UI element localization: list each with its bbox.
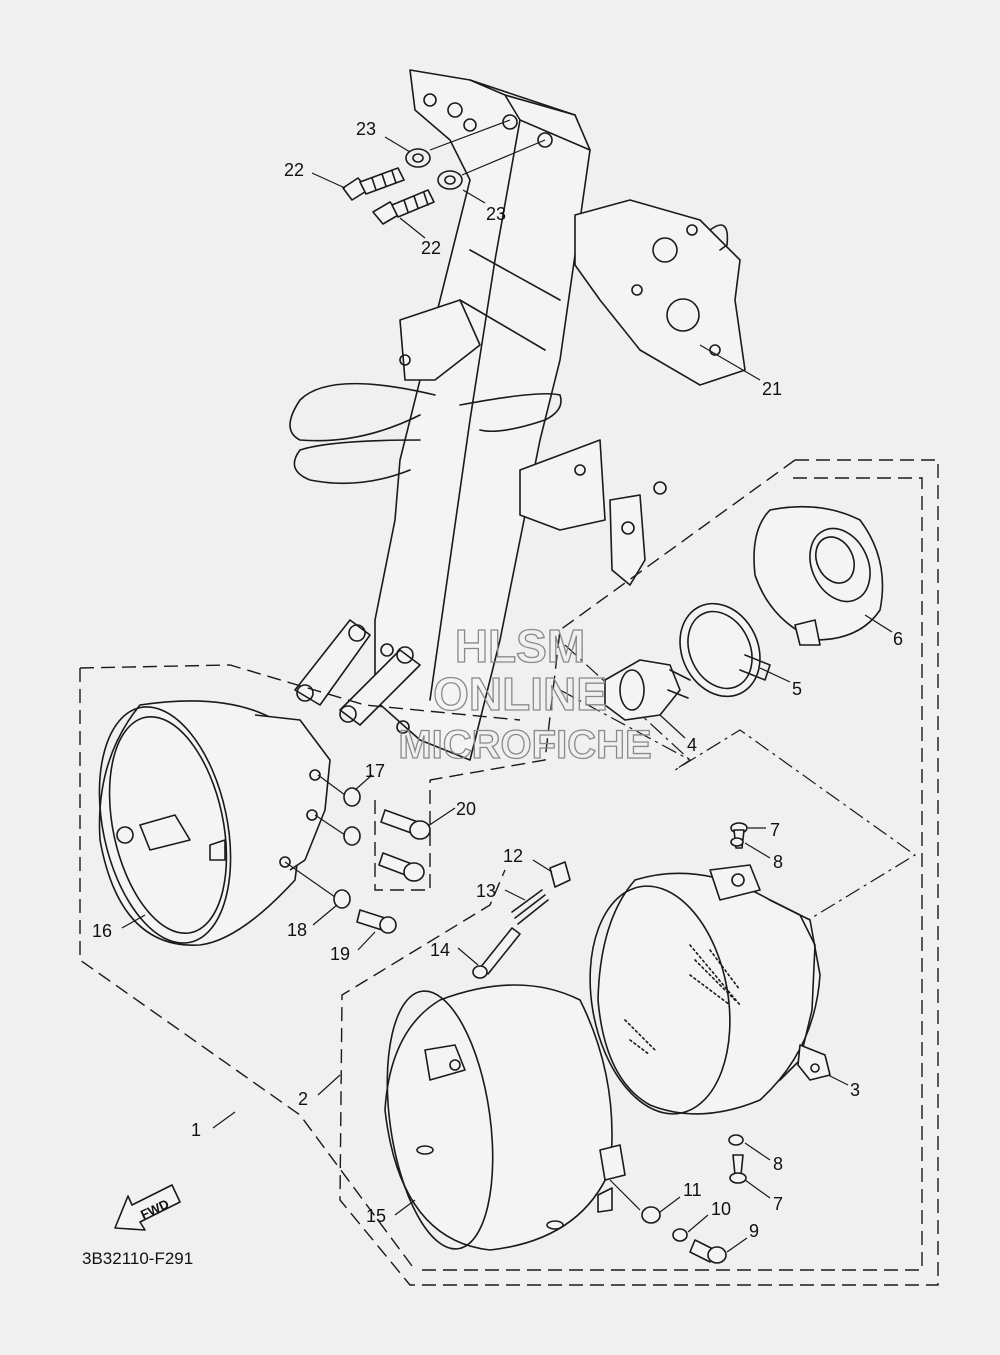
- bulb-retainer-5: [679, 602, 771, 698]
- callout-23b: 23: [486, 204, 506, 224]
- washer-8-top: [730, 837, 744, 847]
- callout-9: 9: [749, 1221, 759, 1241]
- callout-21: 21: [762, 379, 782, 399]
- collar-17b: [343, 826, 361, 846]
- callout-22a: 22: [284, 160, 304, 180]
- nut-12: [549, 861, 571, 888]
- callout-23a: 23: [356, 119, 376, 139]
- washer-8-bottom: [728, 1134, 744, 1146]
- callout-18: 18: [287, 920, 307, 940]
- watermark: HLSM ONLINE MICROFICHE: [398, 619, 653, 767]
- callout-14: 14: [430, 940, 450, 960]
- callout-13: 13: [476, 881, 496, 901]
- callout-16: 16: [92, 921, 112, 941]
- diagram-code: 3B32110-F291: [82, 1249, 193, 1268]
- washer-10: [672, 1228, 688, 1242]
- callout-6: 6: [893, 629, 903, 649]
- callout-8b: 8: [773, 1154, 783, 1174]
- callout-5: 5: [792, 679, 802, 699]
- callout-1: 1: [191, 1120, 201, 1140]
- screw-9: [689, 1239, 727, 1264]
- bulb-4: [604, 659, 691, 721]
- watermark-line2: ONLINE: [433, 668, 607, 720]
- screw-19: [356, 909, 397, 934]
- screw-7-bottom: [729, 1154, 747, 1184]
- bulb-cover-6: [753, 505, 884, 646]
- leader-lines: [121, 136, 893, 1253]
- callout-3: 3: [850, 1080, 860, 1100]
- watermark-line3: MICROFICHE: [398, 723, 651, 767]
- assembly-2-outline: [339, 459, 939, 1286]
- bolt-22-upper: [342, 167, 405, 201]
- headlight-housing-16: [98, 700, 331, 946]
- callout-2: 2: [298, 1089, 308, 1109]
- collar-17: [343, 787, 361, 807]
- callout-17: 17: [365, 761, 385, 781]
- callout-15: 15: [366, 1206, 386, 1226]
- watermark-line1: HLSM: [455, 620, 585, 672]
- washer-11: [641, 1206, 661, 1224]
- callout-7b: 7: [773, 1194, 783, 1214]
- callout-19: 19: [330, 944, 350, 964]
- fwd-arrow-icon: FWD: [114, 1184, 181, 1231]
- callout-20: 20: [456, 799, 476, 819]
- collar-18: [333, 889, 351, 909]
- callout-7a: 7: [770, 820, 780, 840]
- bolt-box-outline: [374, 780, 431, 891]
- callout-22b: 22: [421, 238, 441, 258]
- callout-8a: 8: [773, 852, 783, 872]
- headlight-rim-15: [384, 984, 626, 1251]
- frame-stay: [289, 69, 746, 761]
- callout-4: 4: [687, 735, 697, 755]
- spring-13: [511, 889, 549, 925]
- washer-23-lower: [437, 170, 463, 190]
- screw-14: [472, 927, 521, 979]
- bolt-22-lower: [372, 189, 435, 225]
- bolt-20: [378, 809, 431, 882]
- callout-11: 11: [683, 1180, 702, 1200]
- headlight-unit-3: [589, 864, 831, 1115]
- callout-12: 12: [503, 846, 523, 866]
- callout-10: 10: [711, 1199, 731, 1219]
- callout-labels: 23 23 22 22 21 6 5 4 7 8 3 8 7 9 10 11 1…: [92, 119, 903, 1241]
- washer-23-upper: [405, 148, 431, 168]
